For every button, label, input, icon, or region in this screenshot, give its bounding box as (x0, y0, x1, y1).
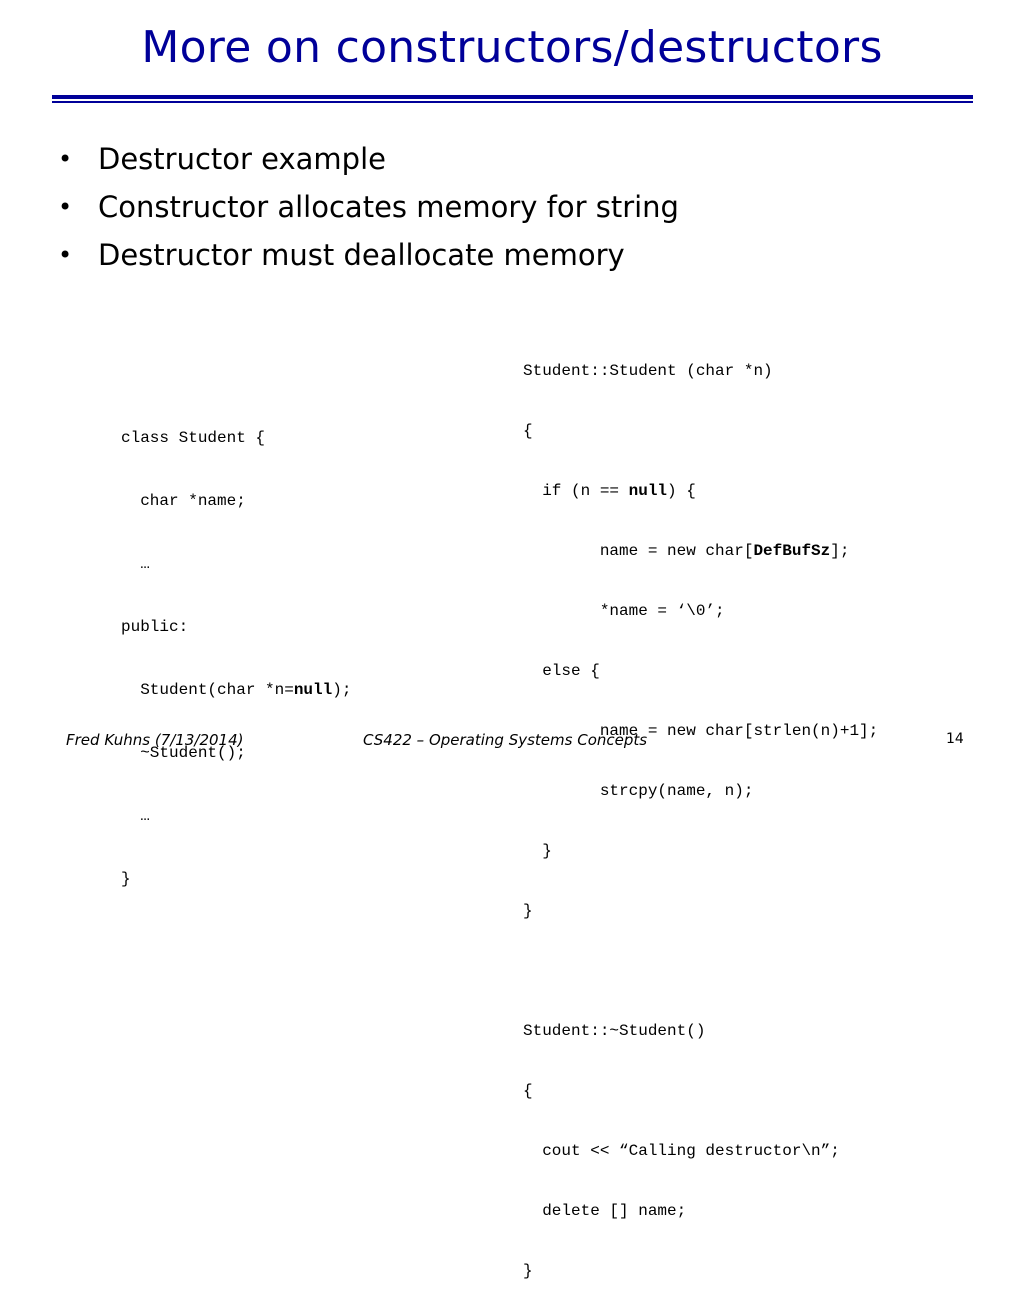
title-divider-thick (52, 95, 973, 99)
code-text: ); (332, 681, 352, 699)
code-line: } (523, 842, 552, 860)
code-line: else { (523, 662, 600, 680)
bullet-item: • Destructor must deallocate memory (52, 231, 679, 279)
code-line: delete [] name; (523, 1202, 687, 1220)
bullet-item: • Destructor example (52, 135, 679, 183)
code-line: } (121, 870, 131, 888)
code-line: name = new char[strlen(n)+1]; (523, 722, 879, 740)
footer-author: Fred Kuhns (7/13/2014) (66, 731, 244, 749)
code-keyword: null (293, 681, 333, 699)
code-text: if (n == (523, 482, 629, 500)
footer-course: CS422 – Operating Systems Concepts (363, 731, 648, 749)
code-line: Student::Student (char *n) (523, 362, 773, 380)
code-text: name = new char[ (523, 542, 754, 560)
code-line: … (121, 555, 150, 573)
class-declaration-code: class Student { char *name; … public: St… (121, 389, 351, 911)
bullet-text: Destructor must deallocate memory (98, 238, 625, 272)
bullet-dot-icon: • (58, 241, 73, 269)
code-line: Student(char *n=null); (121, 677, 351, 704)
code-line: … (121, 807, 150, 825)
code-text: Student(char *n= (121, 681, 294, 699)
code-line-blank (523, 959, 878, 983)
code-keyword: DefBufSz (753, 542, 831, 560)
code-keyword: null (628, 482, 668, 500)
bullet-item: • Constructor allocates memory for strin… (52, 183, 679, 231)
code-line: { (523, 422, 533, 440)
code-line: { (523, 1082, 533, 1100)
page-number: 14 (946, 731, 964, 747)
code-text: ]; (830, 542, 850, 560)
method-implementation-code: Student::Student (char *n) { if (n == nu… (523, 323, 878, 1301)
code-line: cout << “Calling destructor\n”; (523, 1142, 840, 1160)
code-text: ) { (667, 482, 696, 500)
bullet-dot-icon: • (58, 145, 73, 173)
code-line: public: (121, 618, 189, 636)
bullet-text: Constructor allocates memory for string (98, 190, 679, 224)
code-line: } (523, 1262, 533, 1280)
bullet-list: • Destructor example • Constructor alloc… (52, 135, 679, 279)
code-line: } (523, 902, 533, 920)
bullet-dot-icon: • (58, 193, 73, 221)
bullet-text: Destructor example (98, 142, 386, 176)
code-line: name = new char[DefBufSz]; (523, 539, 878, 563)
slide-title: More on constructors/destructors (141, 22, 883, 73)
code-line: *name = ‘\0’; (523, 602, 725, 620)
code-line: ~Student(); (121, 744, 246, 762)
code-line: class Student { (121, 429, 266, 447)
title-divider-thin (52, 101, 973, 103)
code-line: Student::~Student() (523, 1022, 706, 1040)
code-line: if (n == null) { (523, 479, 878, 503)
code-line: char *name; (121, 492, 246, 510)
code-line: strcpy(name, n); (523, 782, 754, 800)
